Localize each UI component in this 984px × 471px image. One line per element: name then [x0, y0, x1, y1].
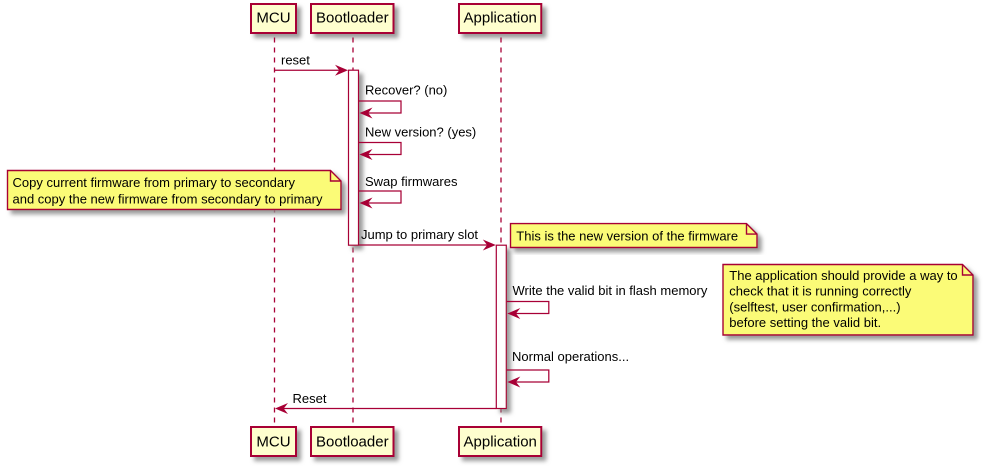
svg-text:before setting the valid bit.: before setting the valid bit. — [729, 315, 881, 330]
svg-text:MCU: MCU — [256, 10, 290, 27]
svg-text:Copy current firmware from pri: Copy current firmware from primary to se… — [13, 175, 296, 190]
svg-text:This is the new version of the: This is the new version of the firmware — [516, 228, 738, 243]
svg-text:Reset: Reset — [293, 391, 327, 406]
svg-text:Application: Application — [464, 10, 537, 27]
svg-text:Application: Application — [464, 433, 537, 450]
svg-text:New version? (yes): New version? (yes) — [365, 125, 476, 140]
svg-text:Swap firmwares: Swap firmwares — [365, 174, 458, 189]
svg-text:Bootloader: Bootloader — [316, 433, 389, 450]
svg-text:and copy the new firmware from: and copy the new firmware from secondary… — [13, 191, 323, 206]
svg-text:check that it is running corre: check that it is running correctly — [729, 284, 912, 299]
svg-text:MCU: MCU — [256, 433, 290, 450]
svg-text:Normal operations...: Normal operations... — [512, 349, 629, 364]
svg-text:Write the valid bit in flash m: Write the valid bit in flash memory — [513, 283, 708, 298]
svg-text:Recover? (no): Recover? (no) — [365, 83, 447, 98]
svg-text:reset: reset — [281, 53, 310, 68]
svg-text:Bootloader: Bootloader — [316, 10, 389, 27]
svg-text:Jump to primary slot: Jump to primary slot — [361, 227, 478, 242]
svg-text:(selftest, user confirmation,.: (selftest, user confirmation,...) — [729, 299, 900, 314]
svg-text:The application should provide: The application should provide a way to — [729, 268, 957, 283]
